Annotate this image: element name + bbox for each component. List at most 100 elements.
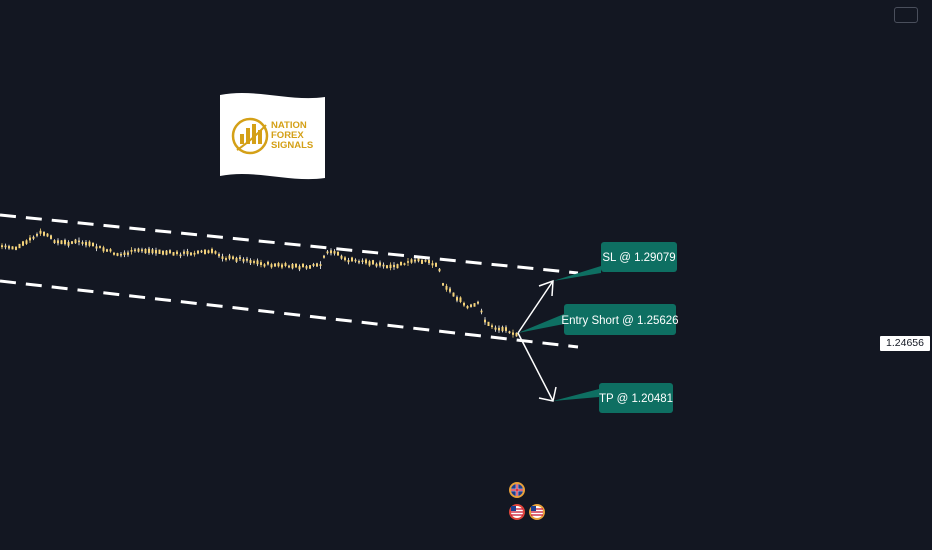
callout-entry-label: Entry Short @ 1.25626 (561, 315, 678, 327)
candle-body (120, 253, 122, 256)
candle-body (158, 249, 161, 254)
candle-body (242, 259, 245, 262)
candle-body (288, 265, 290, 268)
candle-body (295, 263, 297, 268)
candle-body (410, 259, 413, 263)
logo-text-1: NATION (271, 120, 307, 131)
candle-body (127, 252, 129, 255)
candle-body (309, 265, 311, 269)
candle-body (130, 249, 133, 252)
candle-body (36, 234, 38, 236)
candle-body (165, 250, 168, 255)
gb-flag-icon[interactable] (509, 482, 525, 498)
candle-body (71, 241, 73, 244)
callout-tp[interactable]: TP @ 1.20481 (553, 383, 673, 413)
candle-body (442, 283, 444, 286)
candle-body (74, 239, 77, 244)
candle-body (1, 245, 3, 248)
candle-body (512, 332, 514, 335)
candle-body (141, 249, 143, 252)
candle-body (246, 258, 248, 261)
candle-body (239, 257, 241, 260)
candle-body (225, 258, 227, 260)
candle-body (190, 252, 192, 256)
chart-toolbar-toggle[interactable] (894, 7, 918, 23)
candle-body (354, 259, 357, 262)
candle-body (67, 241, 70, 246)
candle-body (494, 327, 497, 330)
event-icons[interactable] (509, 482, 545, 520)
logo-text-2: FOREX (271, 130, 304, 141)
callout-sl[interactable]: SL @ 1.29079 (553, 242, 677, 281)
candle-body (260, 262, 262, 265)
candle-body (319, 264, 322, 266)
candle-body (466, 306, 469, 309)
candle-body (8, 246, 10, 249)
channel-lower-line[interactable] (0, 279, 579, 349)
candle-body (116, 253, 119, 256)
candle-body (379, 262, 381, 266)
candle-body (32, 236, 35, 239)
candle-body (92, 242, 94, 247)
candle-body (298, 266, 301, 270)
candle-body (137, 248, 140, 252)
candle-body (386, 265, 388, 269)
logo-bars-icon (240, 124, 262, 144)
candle-body (508, 331, 511, 334)
candle-body (449, 288, 451, 292)
candle-body (407, 261, 409, 263)
candle-body (498, 327, 500, 331)
candle-body (267, 261, 269, 265)
candle-body (11, 246, 14, 250)
candle-body (270, 264, 273, 268)
candle-body (204, 249, 206, 254)
candle-body (505, 327, 507, 331)
candle-body (113, 252, 115, 255)
candle-body (106, 249, 108, 252)
candle-body (281, 264, 283, 268)
candle-body (274, 263, 276, 267)
candle-body (330, 250, 332, 254)
candle-body (456, 297, 458, 301)
candle-body (179, 254, 182, 257)
candle-body (316, 263, 318, 267)
us-flag-icon[interactable] (509, 504, 525, 520)
candle-body (438, 268, 441, 272)
candle-body (470, 304, 472, 307)
candle-body (249, 260, 252, 264)
candle-body (200, 250, 203, 253)
candle-body (102, 247, 105, 252)
candle-body (253, 261, 255, 263)
candle-body (431, 263, 434, 266)
candle-body (50, 235, 52, 239)
candle-body (85, 242, 87, 246)
candle-body (347, 260, 350, 263)
candle-body (291, 263, 294, 269)
candle-body (365, 259, 367, 264)
candle-body (403, 263, 406, 265)
candle-body (25, 240, 28, 244)
candle-body (302, 263, 304, 268)
candle-body (417, 257, 420, 262)
candle-body (95, 246, 98, 249)
candle-body (333, 251, 336, 254)
candle-body (382, 264, 385, 267)
candle-body (172, 252, 175, 256)
candle-body (400, 261, 402, 266)
candle-body (305, 266, 308, 269)
candle-body (484, 319, 486, 323)
candle-body (375, 263, 378, 267)
candle-body (221, 256, 224, 259)
candle-body (358, 261, 360, 263)
us-flag-icon[interactable] (529, 504, 545, 520)
candle-body (148, 248, 150, 253)
callout-entry[interactable]: Entry Short @ 1.25626 (518, 304, 679, 335)
candle-body (99, 246, 101, 248)
candle-body (18, 243, 21, 249)
channel-upper-line[interactable] (0, 213, 579, 275)
candle-body (414, 259, 416, 262)
candle-body (480, 310, 483, 313)
candle-body (421, 259, 423, 264)
